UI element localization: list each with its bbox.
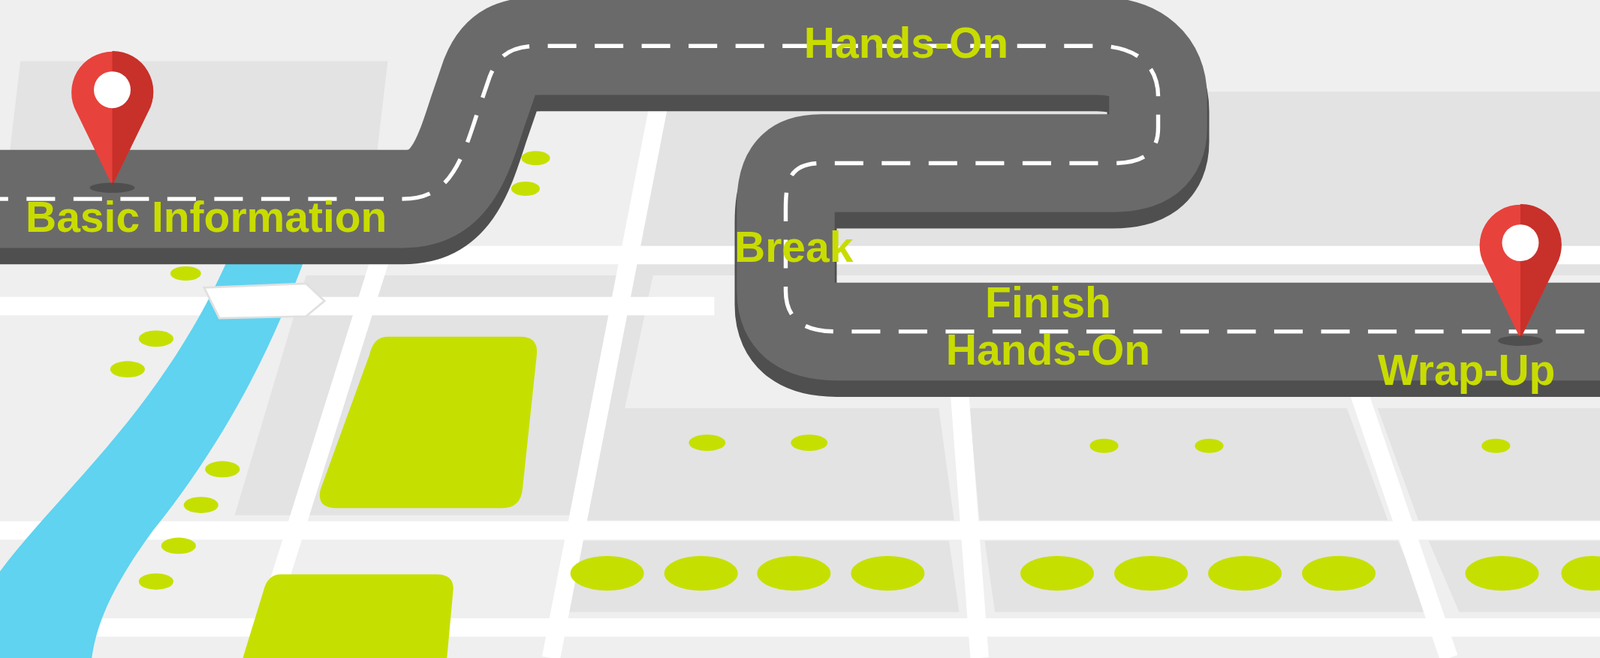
stop-label: Wrap-Up <box>1377 346 1555 395</box>
stop-label: Hands-On <box>804 19 1009 67</box>
stop-label: Basic Information <box>25 193 387 242</box>
stop-label: Break <box>734 223 853 272</box>
stop-label: Finish Hands-On <box>920 279 1176 374</box>
